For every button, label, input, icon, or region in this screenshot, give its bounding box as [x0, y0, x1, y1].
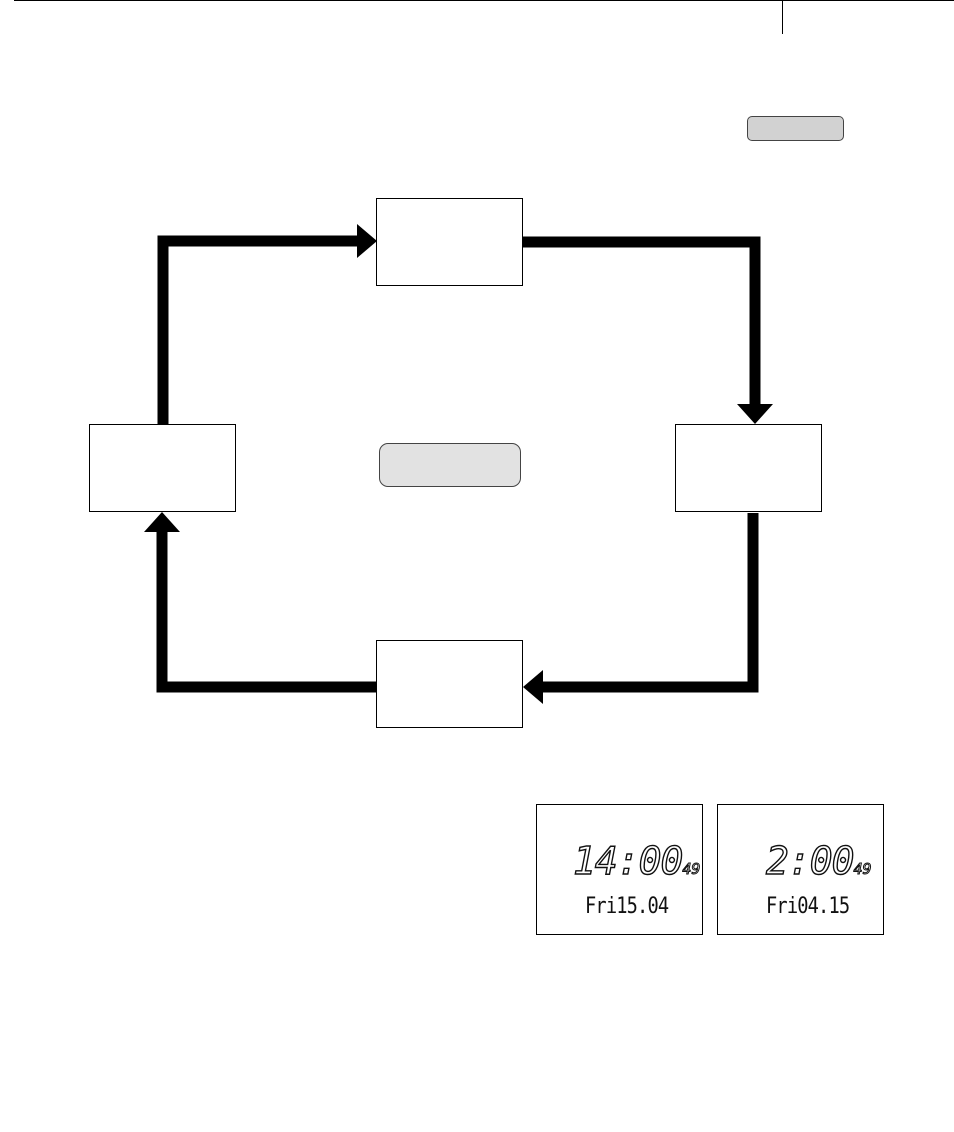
header-button-pill[interactable] — [747, 116, 844, 141]
top-rule-line — [14, 0, 954, 1]
arrow-bottom-to-left — [156, 531, 376, 693]
lcd-display-24h: 14:0049 Fri15.04 — [536, 804, 703, 935]
lcd-time-seconds: 49 — [682, 860, 701, 879]
cycle-node-left — [89, 424, 236, 512]
cycle-node-top — [376, 198, 523, 286]
cycle-node-bottom — [376, 640, 523, 728]
cycle-node-right — [675, 424, 822, 512]
arrowhead-icon — [144, 512, 180, 532]
lcd-date-readout: Fri04.15 — [766, 894, 850, 919]
lcd-time-hhmm: 14:00 — [572, 839, 684, 883]
arrowhead-icon — [357, 224, 377, 258]
arrow-right-to-bottom — [541, 513, 759, 693]
lcd-time-readout: 2:0049 — [765, 839, 872, 889]
corner-tick — [782, 0, 783, 34]
arrow-left-to-top — [157, 235, 360, 424]
arrowhead-icon — [523, 670, 543, 704]
lcd-time-readout: 14:0049 — [572, 839, 701, 889]
arrowhead-icon — [737, 404, 773, 424]
lcd-date-readout: Fri15.04 — [585, 894, 669, 919]
lcd-time-hhmm: 2:00 — [765, 839, 855, 883]
center-button-pill[interactable] — [379, 443, 521, 487]
lcd-time-seconds: 49 — [853, 860, 872, 879]
lcd-display-12h: 2:0049 Fri04.15 — [717, 804, 884, 935]
arrow-top-to-right — [523, 236, 761, 405]
